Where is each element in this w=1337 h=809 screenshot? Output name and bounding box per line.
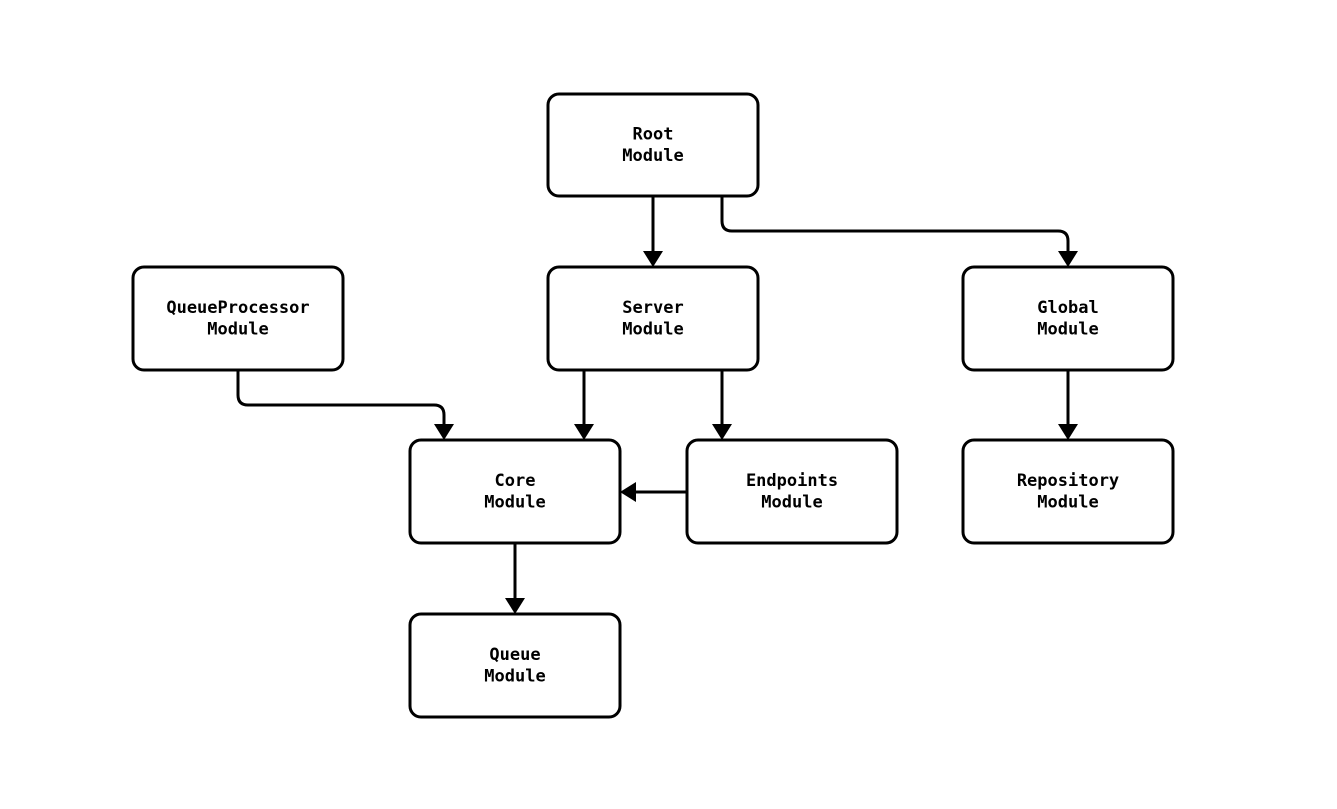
node-label-line2: Module — [484, 667, 545, 687]
edge-server-to-core — [574, 370, 594, 440]
node-box[interactable] — [408, 612, 622, 719]
node-box[interactable] — [546, 265, 760, 372]
node-box[interactable] — [408, 438, 622, 545]
arrowhead-icon — [505, 598, 525, 614]
edge-root-to-server — [643, 196, 663, 267]
edge-endpoints-to-core — [620, 482, 687, 502]
node-label-line1: Repository — [1017, 471, 1119, 491]
node-box[interactable] — [131, 265, 345, 372]
node-label-line1: Root — [633, 124, 674, 144]
arrowhead-icon — [712, 424, 732, 440]
edges-layer — [236, 196, 1078, 614]
node-box[interactable] — [546, 92, 760, 198]
node-label-line2: Module — [761, 493, 822, 513]
node-label-line2: Module — [484, 493, 545, 513]
edge-server-to-endpoints — [712, 370, 732, 440]
node-box[interactable] — [961, 265, 1175, 372]
arrowhead-icon — [643, 251, 663, 267]
node-box[interactable] — [961, 438, 1175, 545]
node-label-line1: Global — [1037, 298, 1098, 318]
arrowhead-icon — [620, 482, 636, 502]
node-label-line1: Core — [495, 471, 536, 491]
arrowhead-icon — [1058, 251, 1078, 267]
edge-root-to-global — [720, 196, 1078, 267]
arrowhead-icon — [434, 424, 454, 440]
node-label-line1: Server — [622, 298, 683, 318]
node-label-line2: Module — [1037, 493, 1098, 513]
arrowhead-icon — [574, 424, 594, 440]
edge-queueprocessor-to-core — [236, 370, 454, 440]
node-label-line2: Module — [207, 320, 268, 340]
edge-line — [720, 196, 1070, 251]
arrowhead-icon — [1058, 424, 1078, 440]
node-label-line2: Module — [1037, 320, 1098, 340]
node-label-line2: Module — [622, 320, 683, 340]
node-label-line2: Module — [622, 146, 683, 166]
edge-core-to-queue — [505, 543, 525, 614]
node-label-line1: QueueProcessor — [166, 298, 309, 318]
edge-global-to-repository — [1058, 370, 1078, 440]
node-label-line1: Endpoints — [746, 471, 838, 491]
node-box[interactable] — [685, 438, 899, 545]
edge-line — [236, 370, 446, 424]
node-label-line1: Queue — [489, 645, 540, 665]
